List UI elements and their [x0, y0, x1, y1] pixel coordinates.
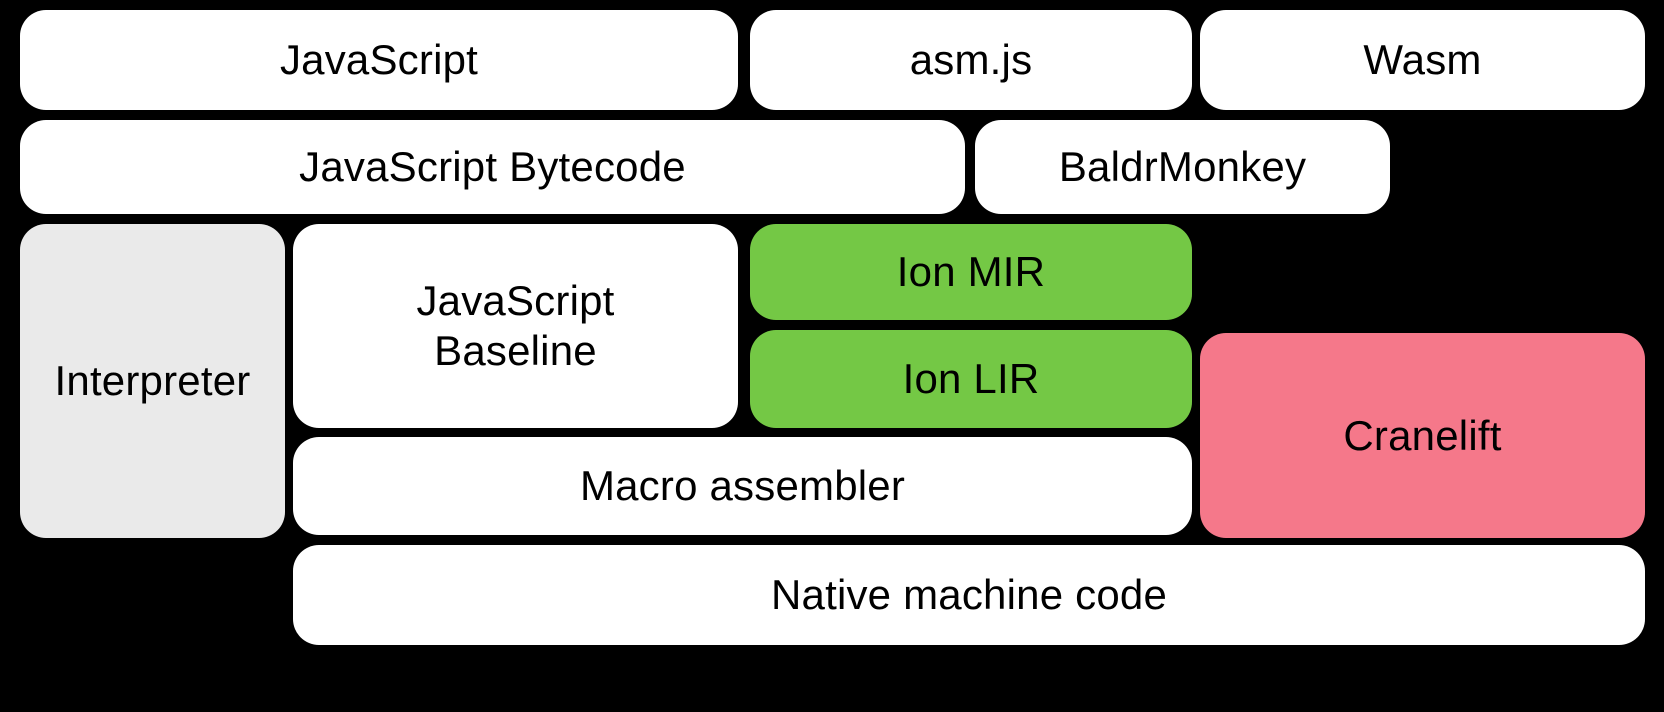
node-interpreter: Interpreter [20, 224, 285, 538]
node-js-bytecode: JavaScript Bytecode [20, 120, 965, 214]
node-wasm: Wasm [1200, 10, 1645, 110]
node-macro-assembler: Macro assembler [293, 437, 1192, 535]
node-javascript: JavaScript [20, 10, 738, 110]
node-js-baseline: JavaScript Baseline [293, 224, 738, 428]
node-ion-mir: Ion MIR [750, 224, 1192, 320]
node-ion-lir: Ion LIR [750, 330, 1192, 428]
node-baldrmonkey: BaldrMonkey [975, 120, 1390, 214]
node-native-machine-code: Native machine code [293, 545, 1645, 645]
node-asmjs: asm.js [750, 10, 1192, 110]
node-cranelift: Cranelift [1200, 333, 1645, 538]
